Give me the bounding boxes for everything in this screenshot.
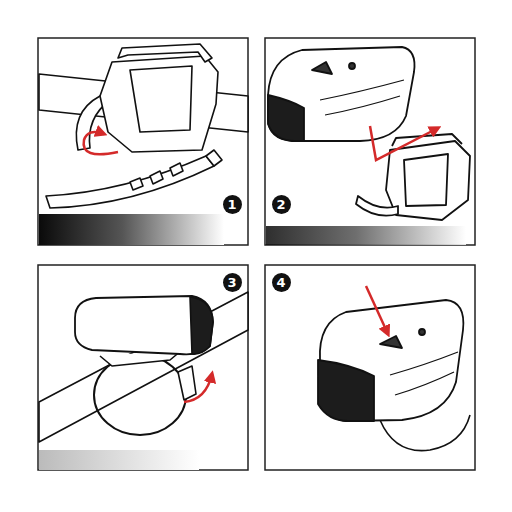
mount-rail [118, 44, 212, 62]
handlebar [39, 292, 248, 442]
panel-frame [265, 265, 475, 470]
mount-bracket [100, 56, 218, 152]
callout-number: 4 [272, 273, 291, 292]
strap-hook [178, 366, 196, 400]
mount-window [130, 66, 192, 132]
bike-light [75, 296, 213, 354]
red-arrow [84, 132, 118, 154]
indicator [419, 329, 425, 335]
light-lens [190, 297, 213, 354]
rubber-strap [356, 196, 398, 216]
light-lens [318, 360, 374, 421]
strap-slot [170, 163, 183, 176]
body-line [320, 80, 404, 100]
rubber-strap [46, 156, 214, 208]
callout-number: 3 [223, 273, 242, 292]
body-line [395, 372, 454, 395]
red-arrow [370, 126, 438, 160]
bike-light [268, 47, 415, 141]
shadow-band [39, 214, 224, 245]
panel-frame [265, 38, 475, 245]
shadow-band [39, 450, 199, 470]
mount-window [404, 154, 448, 206]
mount-rail [392, 134, 462, 146]
power-button [380, 336, 402, 348]
body-line [325, 96, 400, 115]
power-button [312, 62, 332, 74]
strap-slot [150, 171, 163, 184]
strap-slot [130, 178, 143, 190]
shadow-band [266, 226, 466, 245]
panel-frame [38, 265, 248, 470]
strap-hook [206, 150, 222, 166]
panel-frame [38, 38, 248, 245]
callout-number: 2 [272, 195, 291, 214]
red-arrow [366, 286, 388, 334]
indicator [349, 63, 355, 69]
mount-ring [94, 355, 186, 435]
callout-number: 1 [223, 195, 242, 214]
light-lens [268, 95, 304, 141]
body-line [390, 352, 458, 375]
red-arrow [184, 374, 212, 402]
